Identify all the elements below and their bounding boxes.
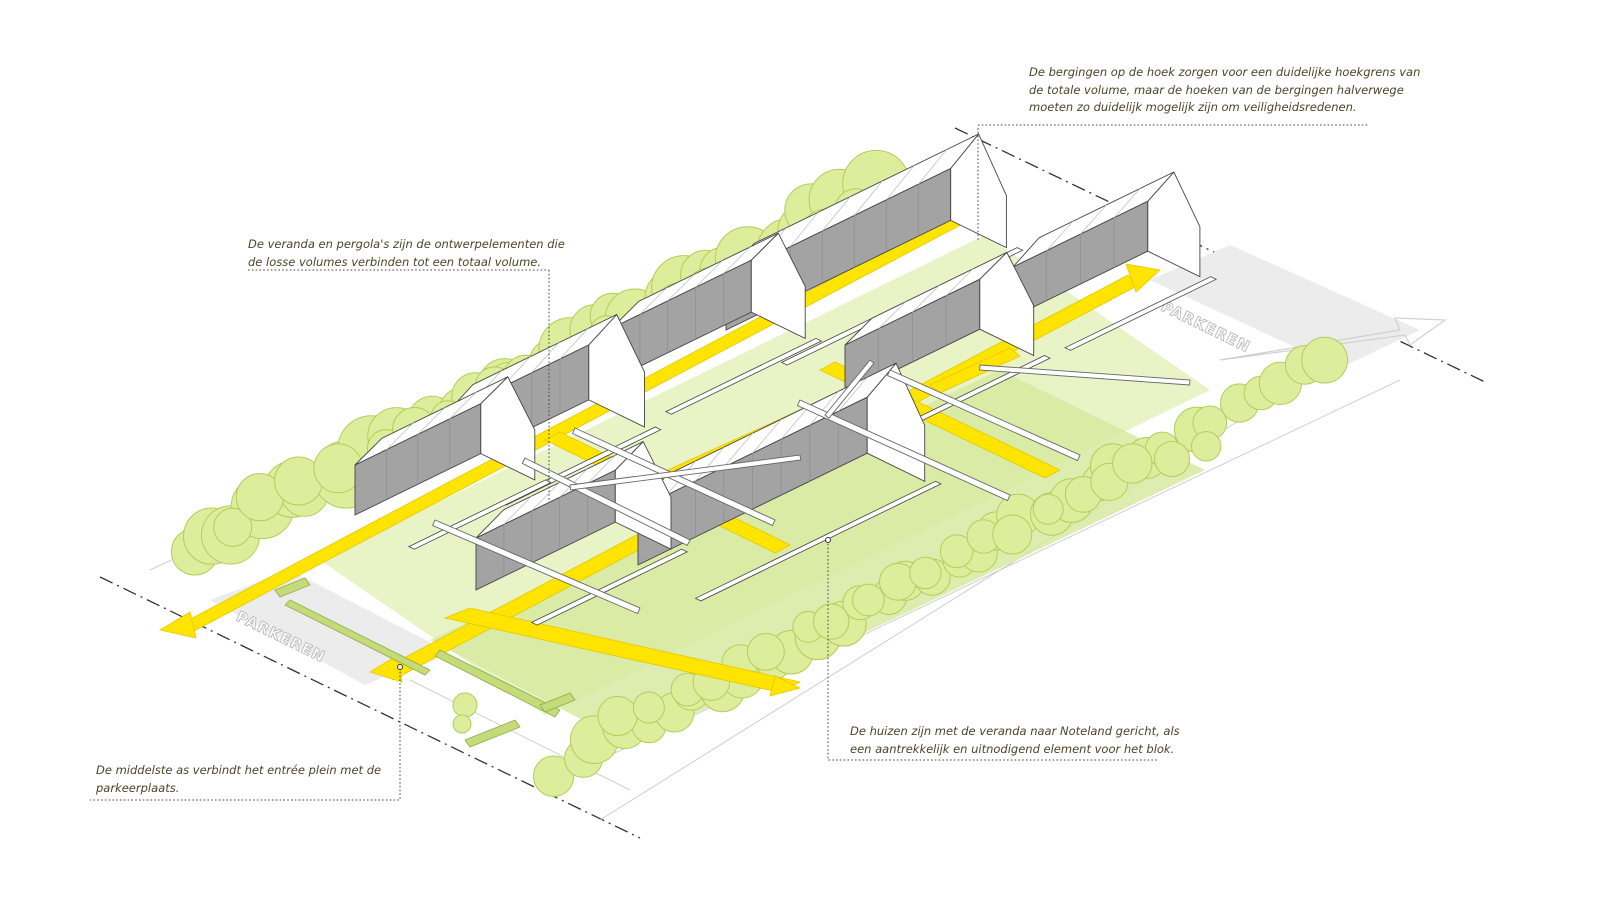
pergola: [824, 359, 875, 419]
annotation-line: moeten zo duidelijk mogelijk zijn om vei…: [1029, 100, 1357, 114]
tree: [852, 583, 885, 617]
house-block: [475, 440, 689, 626]
pergola: [569, 454, 802, 491]
annotation-top-right: De bergingen op de hoek zorgen voor een …: [1029, 64, 1420, 117]
tree: [1032, 493, 1064, 525]
annotation-bottom-left: De middelste as verbindt het entrée plei…: [96, 762, 381, 797]
parking-area-left: [210, 570, 445, 685]
pergola: [979, 364, 1191, 386]
annotation-middle-left: De veranda en pergola's zijn de ontwerpe…: [248, 236, 565, 271]
tree: [1301, 336, 1348, 384]
tree: [452, 692, 478, 718]
cross-path: [443, 607, 802, 693]
annotation-bottom-right: De huizen zijn met de veranda naar Notel…: [850, 723, 1180, 758]
tree: [452, 714, 472, 734]
house-block: [354, 376, 552, 550]
pergola: [521, 457, 691, 547]
annotation-line: de losse volumes verbinden tot een totaa…: [248, 254, 541, 269]
tree: [213, 507, 253, 547]
leader-dots: [397, 537, 831, 670]
buildings: [354, 133, 1218, 626]
tree: [532, 755, 575, 797]
tree: [597, 695, 638, 737]
pergola: [432, 519, 641, 615]
house-block: [611, 232, 823, 415]
annotation-line: de totale volume, maar de hoeken van de …: [1029, 82, 1404, 97]
tree: [1154, 441, 1190, 477]
house-block: [844, 251, 1051, 430]
tree: [939, 534, 974, 569]
court-path-c: [929, 347, 1021, 394]
annotation-line: parkeerplaats.: [96, 780, 180, 795]
annotation-line: De veranda en pergola's zijn de ontwerpe…: [248, 237, 565, 251]
annotation-line: De middelste as verbindt het entrée plei…: [96, 763, 382, 777]
tree: [992, 514, 1033, 555]
pergola: [796, 399, 1011, 502]
leader-lines: [90, 124, 1368, 801]
right-outline-arrow: [1219, 317, 1447, 361]
house-block: [1012, 171, 1218, 351]
tree: [813, 603, 850, 640]
tree: [632, 691, 665, 724]
annotation-line: De bergingen op de hoek zorgen voor een …: [1029, 65, 1421, 79]
hedges: [274, 577, 576, 748]
parking-area-right: [1150, 245, 1420, 368]
cross-path-arrow: [769, 675, 802, 697]
north-path-arrow-west: [158, 611, 197, 639]
tree: [909, 556, 942, 590]
tree-belt-south: [452, 336, 1348, 797]
annotation-line: De huizen zijn met de veranda naar Notel…: [850, 724, 1180, 738]
pergolas: [432, 359, 1191, 615]
tree: [1191, 431, 1222, 462]
tree: [1112, 443, 1153, 484]
tree: [747, 633, 785, 671]
middle-path-arrow-east: [1125, 263, 1161, 293]
pergola: [886, 369, 1081, 462]
annotation-line: een aantrekkelijk en uitnodigend element…: [850, 741, 1175, 756]
